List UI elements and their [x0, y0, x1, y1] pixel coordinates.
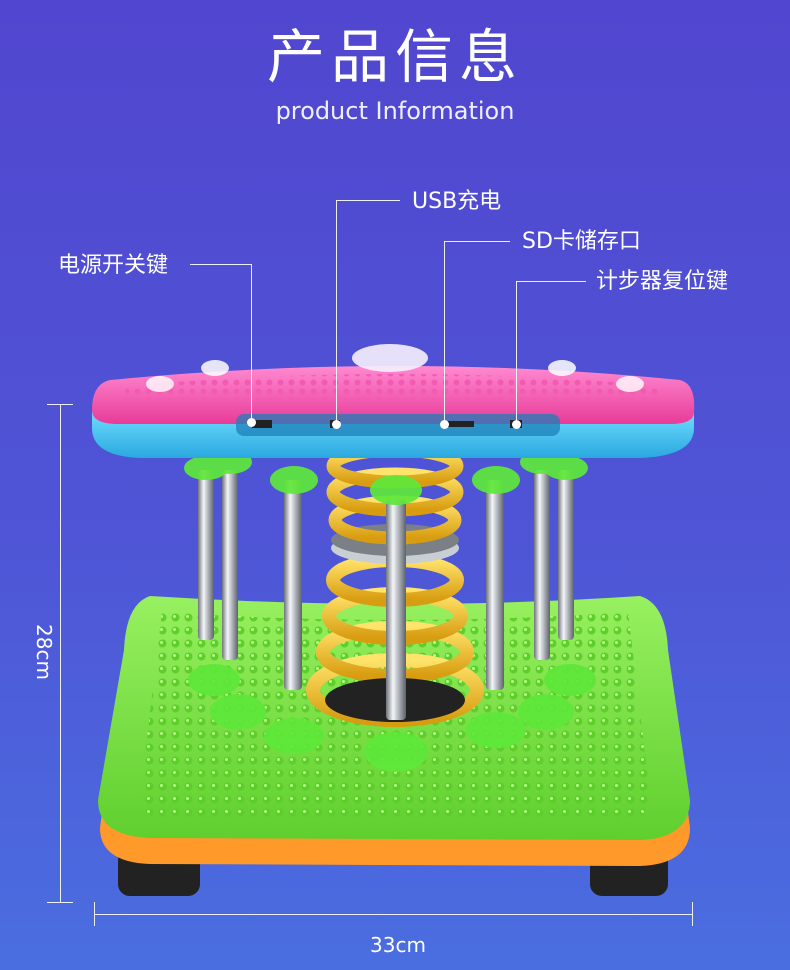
callout-sd-card-slot: SD卡储存口	[522, 229, 641, 254]
height-tick-top	[47, 404, 73, 405]
page-title: 产品信息	[266, 23, 523, 91]
leader-sd-h	[444, 241, 510, 242]
height-tick-bottom	[47, 902, 73, 903]
page-subtitle: product Information	[275, 97, 515, 125]
leader-power-h	[190, 264, 252, 265]
leader-power-dot	[247, 418, 256, 427]
leader-sd-v	[444, 241, 445, 423]
leader-usb-v	[336, 200, 337, 424]
leader-reset-dot	[512, 420, 521, 429]
width-dimension-line	[94, 914, 692, 915]
leader-sd-dot	[440, 420, 449, 429]
height-dimension-line	[60, 404, 61, 902]
top-pedal	[92, 344, 695, 458]
leader-usb-h	[336, 200, 400, 201]
piston-rods	[198, 470, 574, 720]
callout-power-switch: 电源开关键	[58, 253, 169, 278]
leader-power-v	[251, 264, 252, 422]
leader-reset-h	[516, 281, 586, 282]
width-tick-left	[94, 902, 95, 926]
width-tick-right	[692, 902, 693, 926]
width-dimension-label: 33cm	[370, 933, 426, 957]
callout-usb-charging: USB充电	[412, 189, 502, 214]
leader-usb-dot	[332, 420, 341, 429]
leader-reset-v	[516, 281, 517, 423]
green-joints	[184, 450, 596, 772]
callout-pedometer-reset: 计步器复位键	[596, 269, 729, 294]
height-dimension-label: 28cm	[32, 624, 56, 680]
